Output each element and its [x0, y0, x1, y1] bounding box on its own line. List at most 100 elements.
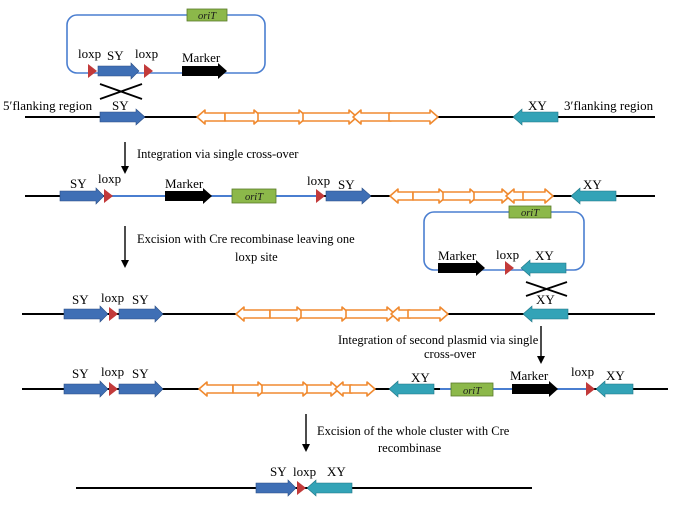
step-3-text-a: Integration of second plasmid via single: [338, 333, 539, 347]
line4-xy-left-arrow: [388, 380, 435, 398]
plasmid-1-loxp-left-label: loxp: [78, 46, 101, 61]
cluster2-gene-arrow: [522, 188, 554, 204]
cluster1-gene-arrow: [257, 109, 308, 125]
line2-loxp-left: [104, 189, 113, 203]
plasmid-2-loop: [423, 211, 585, 271]
line4-loxp: [109, 382, 118, 396]
line4-oriT-box: [450, 382, 494, 397]
cluster3-gene-arrow: [235, 306, 271, 322]
plasmid-1-oriT-box: [186, 8, 228, 22]
cluster4-gene-arrow: [261, 381, 312, 397]
line2-oriT-label: oriT: [245, 192, 264, 203]
plasmid-1-sy-label: SY: [107, 48, 124, 63]
line3-sy-left-label: SY: [72, 292, 89, 307]
step-3-text-b: cross-over: [424, 347, 477, 361]
cluster4-gene-arrow: [232, 381, 267, 397]
line4-oriT-label: oriT: [463, 386, 482, 397]
plasmid-2-oriT-label: oriT: [521, 208, 540, 219]
step-2-arrowhead: [121, 260, 129, 268]
line4-loxp-right: [586, 382, 595, 396]
line3-loxp: [109, 307, 118, 321]
cluster3-gene-arrow: [300, 306, 351, 322]
plasmid-1-oriT-label: oriT: [198, 11, 217, 22]
plasmid-2-xy-arrow: [520, 259, 567, 277]
cluster4-gene-arrow: [198, 381, 234, 397]
step-3-arrowhead: [537, 356, 545, 364]
cluster2-gene-arrow: [473, 188, 511, 204]
line4-marker-label: Marker: [510, 368, 549, 383]
line3-sy-right-arrow: [118, 305, 164, 323]
cluster1-gene-arrow: [224, 109, 263, 125]
line2-sy-right-arrow: [325, 187, 372, 205]
line4-sy-left-arrow: [63, 380, 109, 398]
cluster1-gene-arrow: [352, 109, 392, 125]
line4-loxp-right-label: loxp: [571, 364, 594, 379]
line5-xy-label: XY: [327, 464, 346, 479]
line5-xy-arrow: [306, 479, 353, 497]
plasmid-2-oriT-box: [508, 205, 552, 219]
plasmid-1-loxp-left: [88, 64, 97, 78]
cluster1-gene-arrow: [302, 109, 358, 125]
step-4-text-b: recombinase: [378, 441, 442, 455]
flank5-label: 5′flanking region: [3, 98, 93, 113]
cluster3-gene-arrow: [345, 306, 396, 322]
line1-sy-arrow: [99, 108, 146, 126]
line2-marker-label: Marker: [165, 176, 204, 191]
cluster1-gene-arrow: [388, 109, 439, 125]
line4-xy-left-label: XY: [411, 370, 430, 385]
line5-loxp-label: loxp: [293, 464, 316, 479]
plasmid-1-marker-arrow: [182, 63, 227, 79]
line4-xy-right-label: XY: [606, 368, 625, 383]
plasmid-2-marker-arrow: [438, 260, 485, 276]
line4-xy-right-arrow: [595, 380, 634, 398]
line4-sy-right-arrow: [118, 380, 164, 398]
plasmid-2-marker-label: Marker: [438, 248, 477, 263]
line3-sy-right-label: SY: [132, 292, 149, 307]
step-2-text-a: Excision with Cre recombinase leaving on…: [137, 232, 355, 246]
line2-sy-left-arrow: [59, 187, 105, 205]
flank3-label: 3′flanking region: [564, 98, 654, 113]
plasmid-1-loxp-right: [144, 64, 153, 78]
gene-cluster-1: [196, 109, 439, 125]
cluster2-gene-arrow: [412, 188, 448, 204]
step-1-text: Integration via single cross-over: [137, 147, 299, 161]
step-2-text-b: loxp site: [235, 250, 278, 264]
cluster2-gene-arrow: [389, 188, 414, 204]
line4-marker-arrow: [512, 381, 558, 397]
line2-xy-arrow: [570, 187, 617, 205]
gene-cluster-4: [198, 381, 376, 397]
line2-loxp-right-label: loxp: [307, 173, 330, 188]
cluster3-gene-arrow: [407, 306, 449, 322]
line2-oriT-box: [231, 188, 277, 204]
line4-sy-left-label: SY: [72, 366, 89, 381]
cluster2-gene-arrow: [505, 188, 526, 204]
line2-xy-label: XY: [583, 177, 602, 192]
line5-loxp: [297, 481, 306, 495]
cluster3-gene-arrow: [390, 306, 411, 322]
crossover-1-b: [99, 83, 143, 100]
plasmid-2-loxp: [505, 261, 514, 275]
step-4-arrowhead: [302, 444, 310, 452]
line3-sy-left-arrow: [63, 305, 109, 323]
line2-sy-left-label: SY: [70, 176, 87, 191]
gene-cluster-2: [389, 188, 554, 204]
step-4-text-a: Excision of the whole cluster with Cre: [317, 424, 510, 438]
plasmid-1-sy-arrow: [97, 62, 140, 80]
cluster4-gene-arrow: [306, 381, 340, 397]
line2-sy-right-label: SY: [338, 177, 355, 192]
plasmid-1-loxp-right-label: loxp: [135, 46, 158, 61]
plasmid-1-marker-label: Marker: [182, 50, 221, 65]
line5-sy-label: SY: [270, 464, 287, 479]
cluster4-gene-arrow: [349, 381, 376, 397]
plasmid-1-loop: [66, 14, 266, 74]
line1-xy-arrow: [512, 108, 559, 126]
step-1-arrowhead: [121, 166, 129, 174]
cluster2-gene-arrow: [442, 188, 479, 204]
crossover-2-b: [525, 281, 568, 297]
line3-xy-arrow: [522, 305, 569, 323]
line2-loxp-left-label: loxp: [98, 171, 121, 186]
line3-xy-label: XY: [536, 292, 555, 307]
line2-loxp-right: [316, 189, 325, 203]
line2-marker-arrow: [165, 188, 212, 204]
